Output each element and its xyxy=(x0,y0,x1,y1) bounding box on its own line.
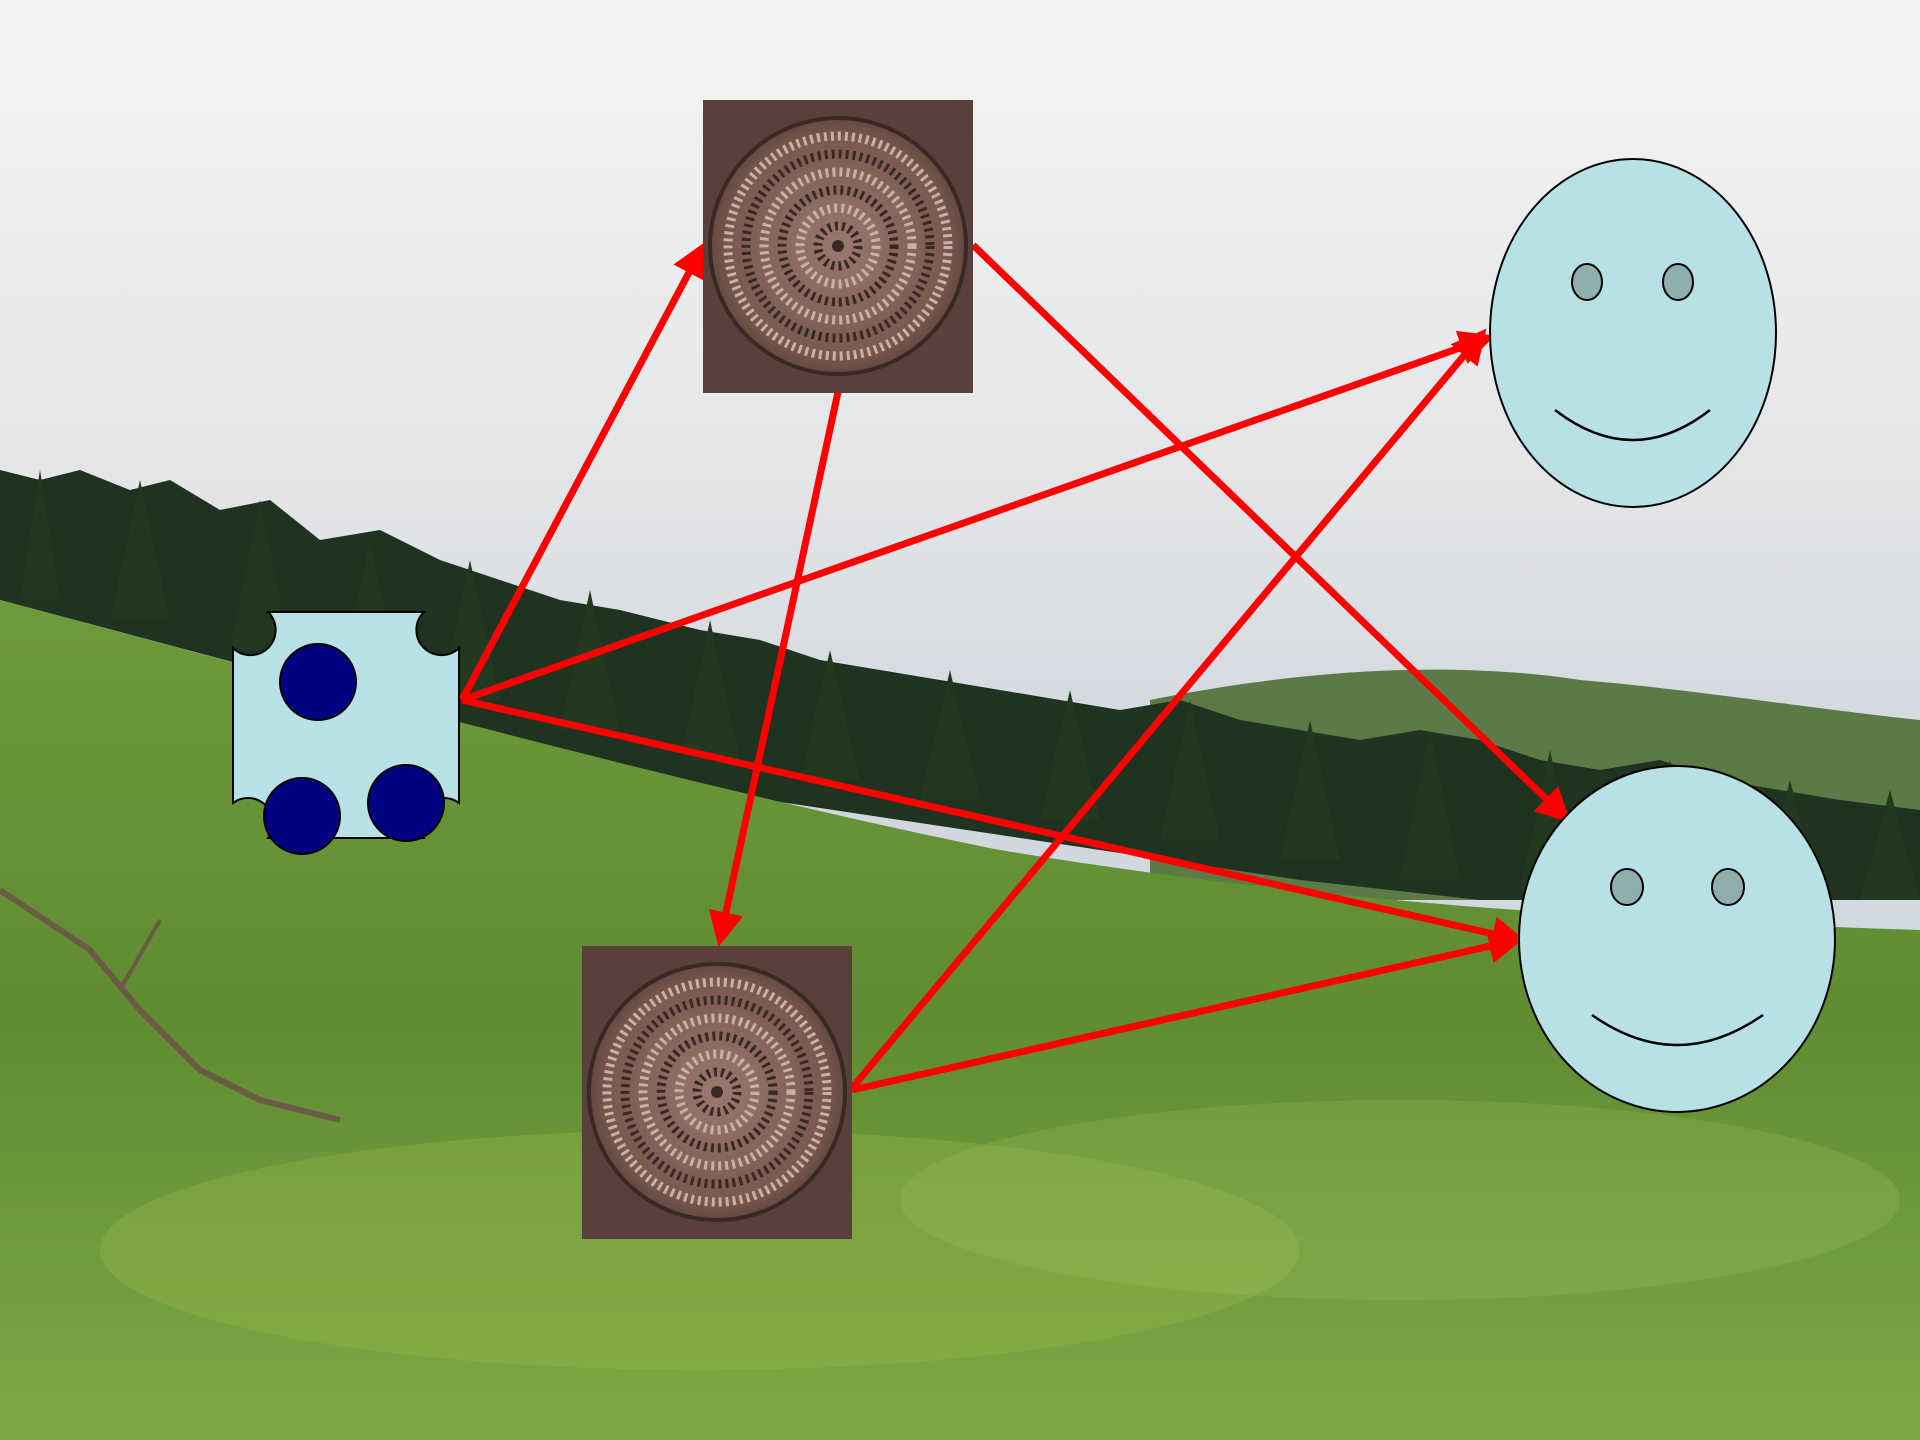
engraved-stone-top xyxy=(703,100,973,393)
token-dot xyxy=(280,644,356,720)
face-outline xyxy=(1519,766,1835,1112)
eye-left xyxy=(1572,264,1602,300)
eye-right xyxy=(1663,264,1693,300)
engraved-stone-bottom xyxy=(582,946,852,1239)
token-dot xyxy=(368,765,444,841)
group-token xyxy=(233,612,459,854)
eye-right xyxy=(1712,869,1744,905)
smiley-face-top xyxy=(1490,159,1776,507)
engraved-center xyxy=(832,240,844,252)
face-outline xyxy=(1490,159,1776,507)
eye-left xyxy=(1611,869,1643,905)
token-dot xyxy=(264,778,340,854)
smiley-face-bottom xyxy=(1519,766,1835,1112)
wildflower-patch xyxy=(900,1100,1900,1300)
engraved-center xyxy=(711,1086,723,1098)
